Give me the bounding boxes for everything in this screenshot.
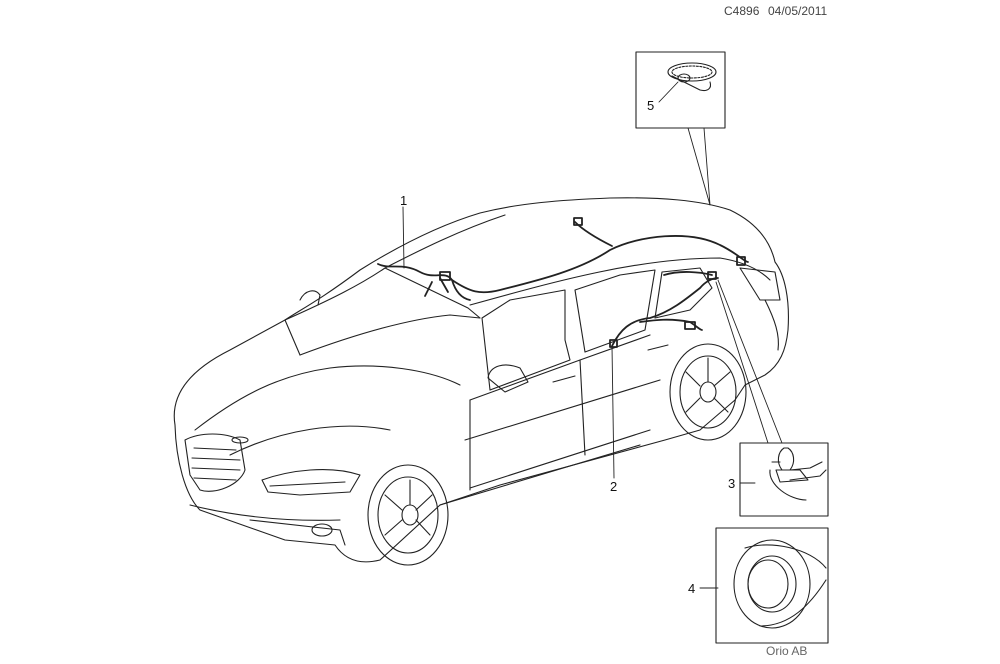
roof-wiring-harness-icon <box>377 217 749 301</box>
door-wiring-harness-icon <box>609 271 719 348</box>
callout-4: 4 <box>688 581 695 596</box>
callout-3: 3 <box>728 476 735 491</box>
callout-5: 5 <box>647 98 654 113</box>
cable-clip-icon <box>769 447 827 501</box>
detail-box-4 <box>715 527 829 644</box>
tape-roll-icon <box>733 539 827 629</box>
detail-box-3 <box>739 442 829 517</box>
car-body <box>173 197 789 566</box>
copyright-credit: Orio AB <box>766 644 808 658</box>
diagram-date: 04/05/2011 <box>768 4 828 18</box>
callout-1: 1 <box>400 193 407 208</box>
callout-2: 2 <box>610 479 617 494</box>
leader-lines <box>402 81 783 589</box>
grommet-icon <box>667 62 717 92</box>
detail-box-5 <box>635 51 726 129</box>
diagram-code: C4896 <box>724 4 760 18</box>
